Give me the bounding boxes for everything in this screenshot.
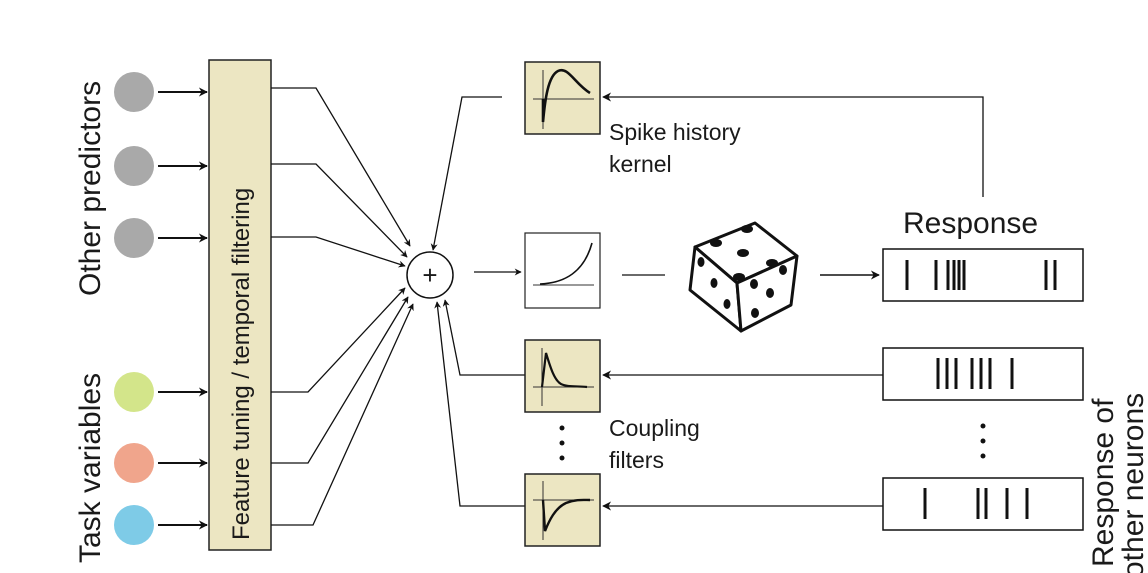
- coupling-filter-box: [524, 473, 601, 547]
- task-variables-label: Task variables: [74, 373, 107, 563]
- other-predictor-dot: [114, 146, 154, 186]
- response-label: Response: [903, 207, 1038, 240]
- filter-to-sum-lines: [271, 87, 414, 526]
- summation-symbol: +: [422, 260, 437, 290]
- task-variable-dot-blue: [114, 505, 154, 545]
- coupling-ellipsis: [559, 425, 565, 461]
- other-predictors-label: Other predictors: [74, 81, 107, 296]
- other-predictor-dots: [114, 72, 154, 258]
- response-spike-train: [882, 248, 1084, 302]
- other-predictor-dot: [114, 218, 154, 258]
- task-variable-dot-green: [114, 372, 154, 412]
- response-of-other-neurons-label-line2: other neurons: [1117, 393, 1148, 573]
- spike-history-label-line2: kernel: [609, 151, 672, 177]
- other-neurons-to-coupling-arrows: [602, 370, 883, 511]
- spike-history-kernel-box: [524, 61, 601, 135]
- spike-history-label-line1: Spike history: [609, 119, 741, 145]
- summation-node: [406, 251, 454, 299]
- task-variable-dot-salmon: [114, 443, 154, 483]
- response-feedback-line: [602, 92, 984, 197]
- feedback-to-sum-lines: [430, 96, 525, 507]
- feature-tuning-label: Feature tuning / temporal filtering: [228, 188, 255, 540]
- task-variable-dots: [114, 372, 154, 545]
- coupling-label-line2: filters: [609, 447, 664, 473]
- other-neurons-ellipsis: [980, 423, 986, 459]
- other-neuron-spike-train: [882, 477, 1084, 531]
- response-of-other-neurons-label-line1: Response of: [1087, 398, 1120, 567]
- other-neuron-spike-train: [882, 347, 1084, 401]
- feature-tuning-bar: [208, 59, 272, 551]
- coupling-filter-box: [524, 339, 601, 413]
- dice-icon: [688, 221, 799, 333]
- nonlinearity-box: [524, 232, 601, 309]
- input-arrows: [158, 87, 208, 530]
- coupling-label-line1: Coupling: [609, 415, 700, 441]
- other-predictor-dot: [114, 72, 154, 112]
